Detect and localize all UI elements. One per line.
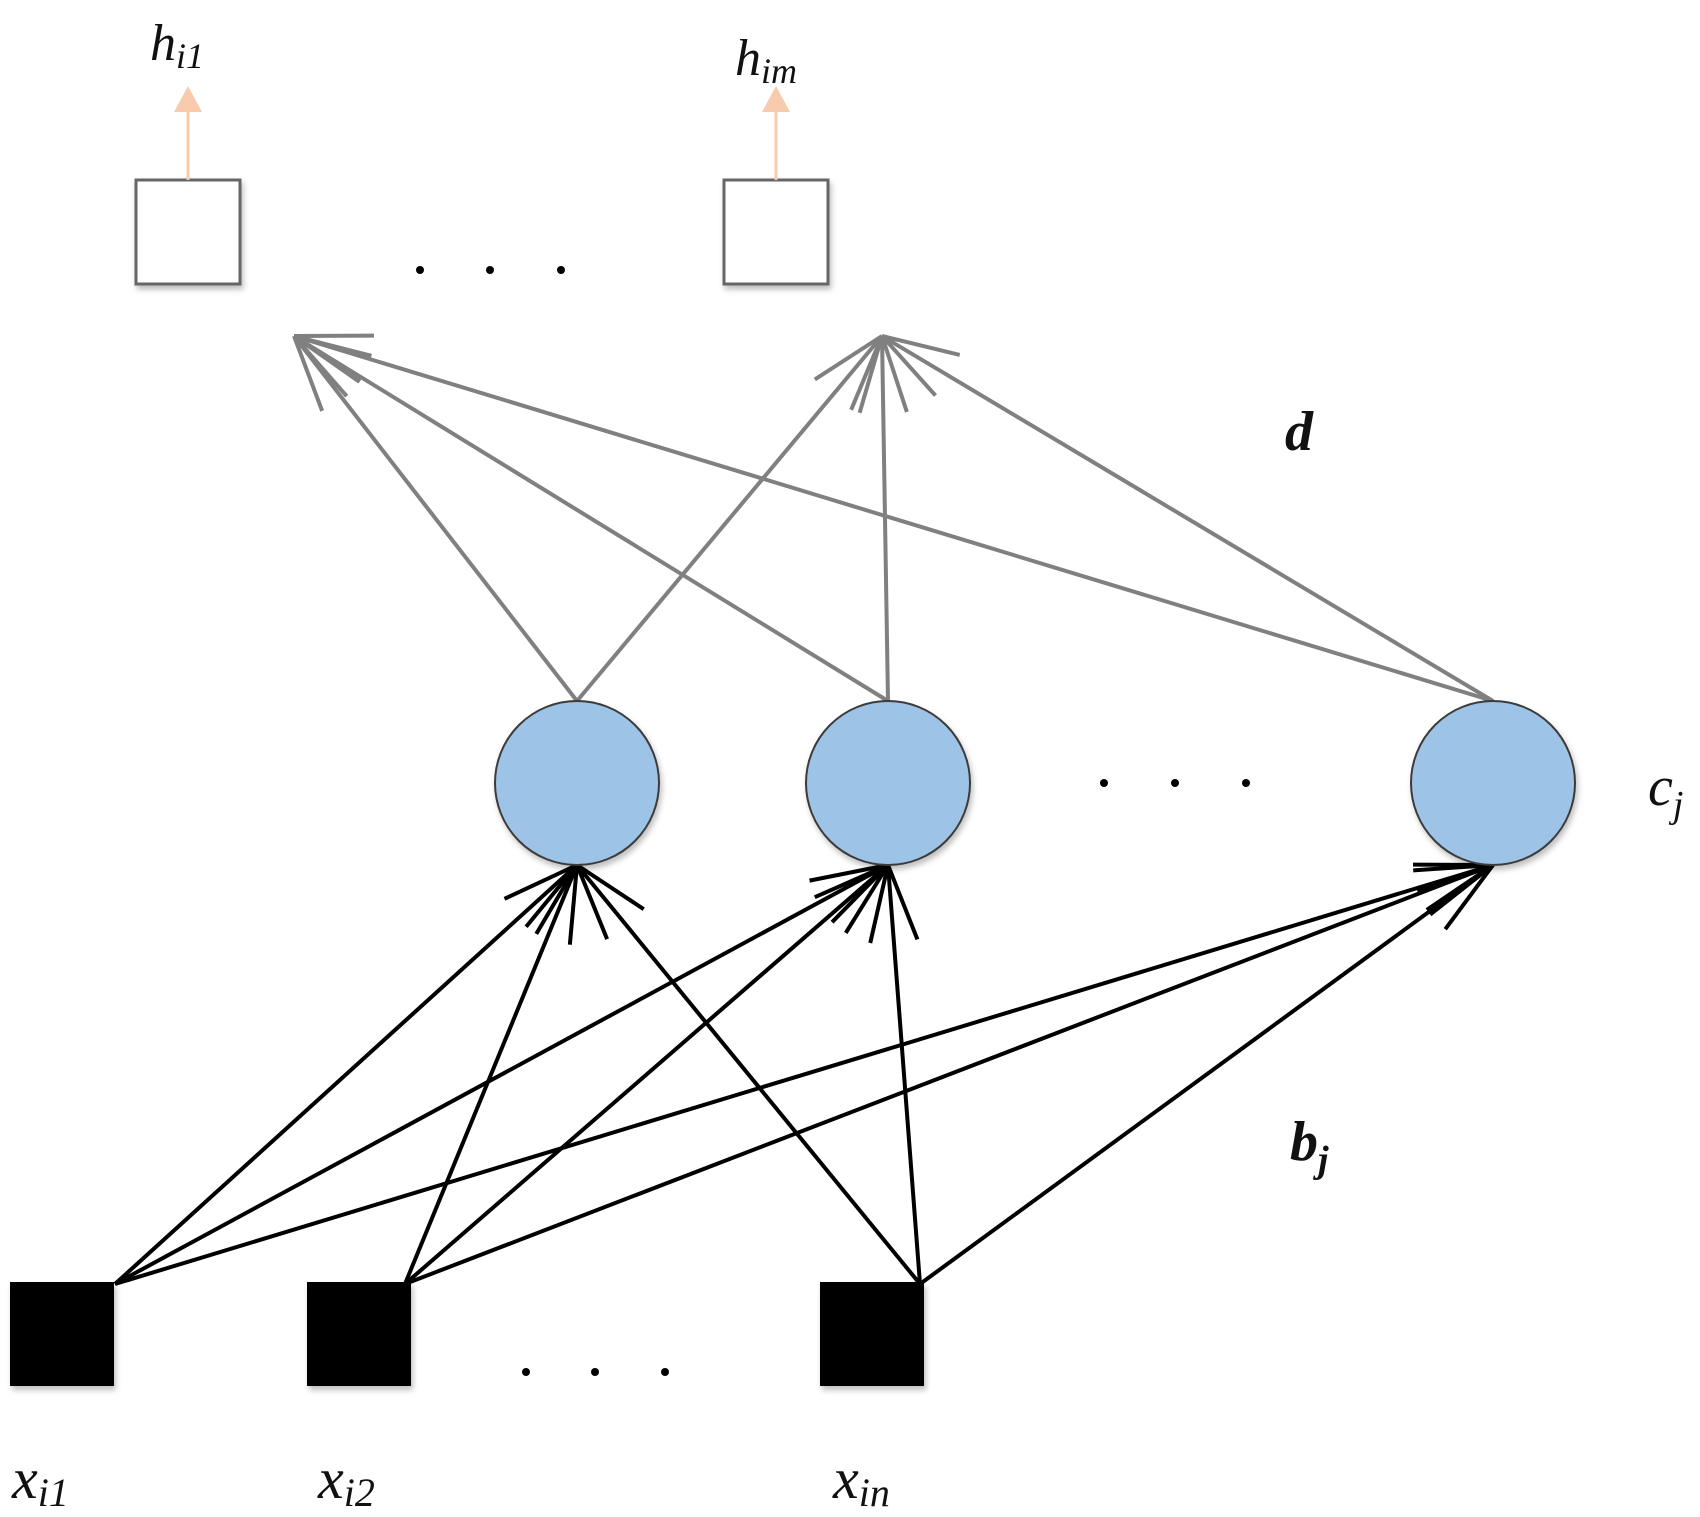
hidden-node-cn [1410, 700, 1576, 866]
edge-x1-cn [114, 862, 1495, 1286]
edge-x1-c2 [114, 863, 890, 1286]
output-ellipsis [416, 266, 565, 274]
ellipses [416, 266, 1250, 1376]
output-label-h1: hi1 [150, 15, 204, 76]
edge-cn-hm [880, 334, 1495, 703]
input-label-x2: xi2 [317, 1446, 375, 1515]
hidden-node-c1 [494, 700, 660, 866]
input-node-x2 [307, 1282, 411, 1386]
edge-c2-hm [857, 335, 909, 702]
input-node-xn [820, 1282, 924, 1386]
output-arrow-h1 [174, 86, 202, 180]
edge-xn-cn [918, 863, 1495, 1286]
edge-c2-h1 [292, 334, 890, 703]
output-node-hm [722, 178, 830, 286]
edge-xn-c1 [575, 863, 922, 1286]
edge-c1-h1 [292, 334, 579, 703]
input-label-x1: xi1 [11, 1446, 69, 1515]
output-node-h1 [134, 178, 242, 286]
edge-c1-hm [575, 334, 884, 703]
hidden-ellipsis [1100, 779, 1250, 787]
input-label-xn: xin [832, 1446, 890, 1515]
input-node-x1 [10, 1282, 114, 1386]
hidden-node-c2 [805, 700, 971, 866]
hidden-output-edges [292, 333, 1495, 703]
edge-x2-c1 [403, 863, 579, 1285]
output-label-hm: him [735, 30, 797, 91]
weight-label-d: d [1285, 401, 1314, 463]
weight-label-bj: bj [1290, 1111, 1329, 1181]
nodes [10, 86, 1576, 1386]
edge-x2-c2 [403, 863, 890, 1286]
hidden-label-cj: cj [1648, 756, 1683, 826]
input-hidden-edges [113, 862, 1495, 1286]
output-arrow-hm [762, 86, 790, 180]
edge-x1-c1 [113, 863, 579, 1286]
edge-x2-cn [404, 863, 1495, 1286]
edge-cn-h1 [292, 333, 1494, 703]
labels: hi1 him d cj bj xi1 xi2 xin [11, 15, 1683, 1515]
input-ellipsis [522, 1368, 669, 1376]
edge-xn-c2 [868, 864, 922, 1285]
